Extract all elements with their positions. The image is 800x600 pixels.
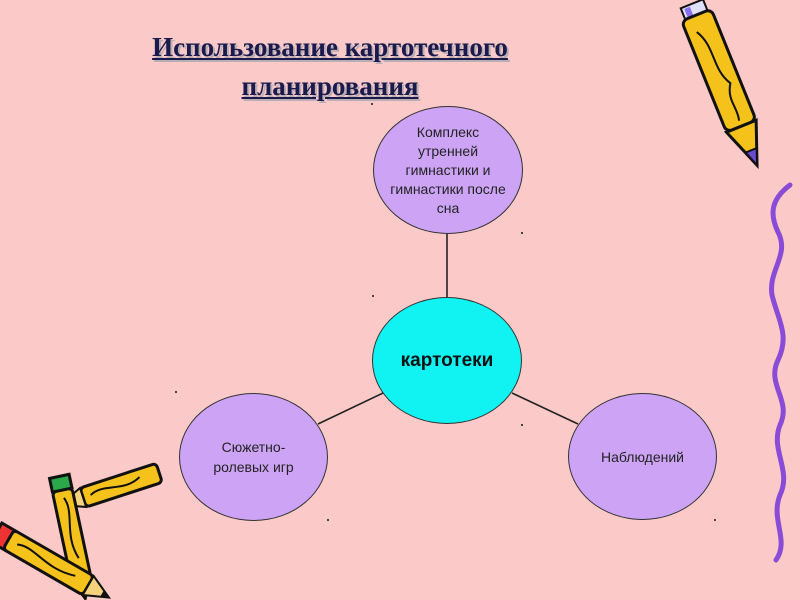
- title-line-2: планирования: [241, 71, 419, 101]
- node-label: Наблюдений: [601, 448, 684, 465]
- speck-dots: [175, 103, 716, 521]
- node-morning-exercises: Комплекс утренней гимнастики и гимнастик…: [373, 106, 523, 234]
- node-role-play-games: Сюжетно-ролевых игр: [179, 393, 328, 521]
- connector-right: [511, 392, 579, 425]
- title-line-1: Использование картотечного: [152, 32, 508, 62]
- node-center-card-files: картотеки: [372, 297, 522, 424]
- connector-left: [317, 392, 384, 425]
- pencil-icon: [679, 0, 759, 170]
- node-label: Сюжетно-ролевых игр: [213, 439, 294, 475]
- slide-title: Использование картотечного планирования: [60, 28, 600, 106]
- squiggle-line: [769, 182, 793, 563]
- node-label: Комплекс утренней гимнастики и гимнастик…: [390, 123, 506, 216]
- pencil-icon: [0, 520, 112, 599]
- node-label: картотеки: [400, 349, 494, 371]
- node-observations: Наблюдений: [568, 393, 717, 520]
